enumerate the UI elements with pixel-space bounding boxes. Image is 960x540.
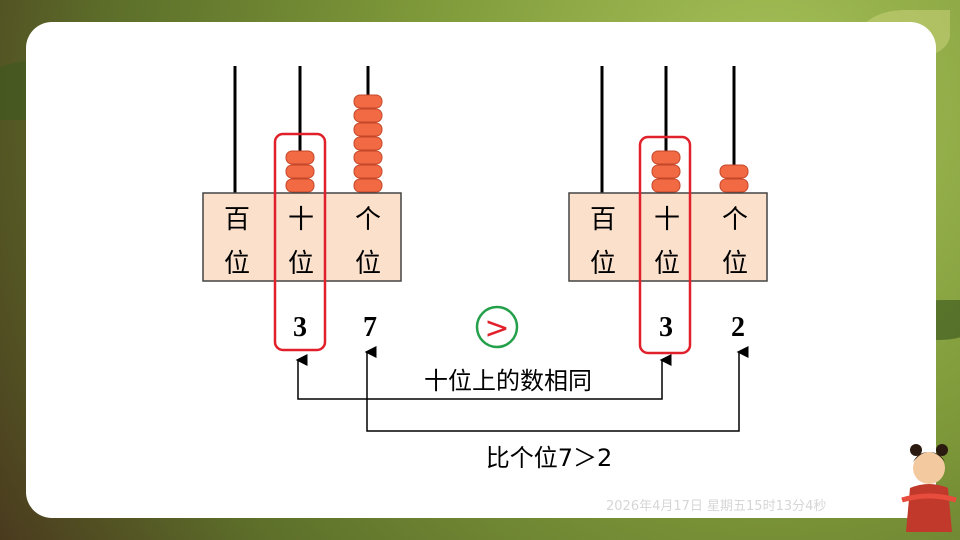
annotation-ones-compare: 比个位7＞2 [486,444,613,472]
bead [285,164,315,179]
bead [285,150,315,165]
beads-tens [651,150,681,193]
bead [353,136,383,151]
label-ones-2: 位 [355,249,381,279]
connector-ones: 比个位7＞2 [364,346,749,472]
label-tens-1: 十 [288,205,314,235]
bead [285,178,315,193]
bead [353,178,383,193]
tens-highlight-frame [273,132,327,352]
digit-ones: 7 [363,312,377,343]
abacus-left: 百 位 十 位 个 位 3 7 [202,66,402,352]
content-card [26,22,936,518]
digit-tens: 3 [659,312,673,343]
beads-ones [353,94,383,193]
label-ones-1: 个 [355,205,381,235]
label-tens-2: 位 [654,249,680,279]
bead [353,164,383,179]
connector-tens-line [295,354,672,400]
abacus-right: 百 位 十 位 个 位 3 2 [568,66,768,355]
bead [719,178,749,193]
bead [353,94,383,109]
digit-tens: 3 [293,312,307,343]
label-ones-1: 个 [722,205,748,235]
label-hundreds-1: 百 [224,205,250,235]
bead [353,150,383,165]
beads-ones [719,164,749,193]
connector-ones-line [364,346,749,432]
timestamp: 2026年4月17日 星期五15时13分4秒 [606,499,827,514]
label-tens-2: 位 [288,249,314,279]
bead [651,178,681,193]
label-hundreds-2: 位 [224,249,250,279]
comparison-symbol: > [484,311,509,346]
bead [353,122,383,137]
mascot-character-icon [901,444,957,532]
bead [651,164,681,179]
place-value-box [568,192,768,282]
connector-tens: 十位上的数相同 [295,354,672,400]
label-tens-1: 十 [654,205,680,235]
label-hundreds-1: 百 [590,205,616,235]
place-value-box [202,192,402,282]
label-ones-2: 位 [722,249,748,279]
bead [353,108,383,123]
bead [651,150,681,165]
digit-ones: 2 [731,312,745,343]
annotation-tens-same: 十位上的数相同 [424,367,592,395]
bead [719,164,749,179]
beads-tens [285,150,315,193]
label-hundreds-2: 位 [590,249,616,279]
comparison: > [475,305,519,349]
